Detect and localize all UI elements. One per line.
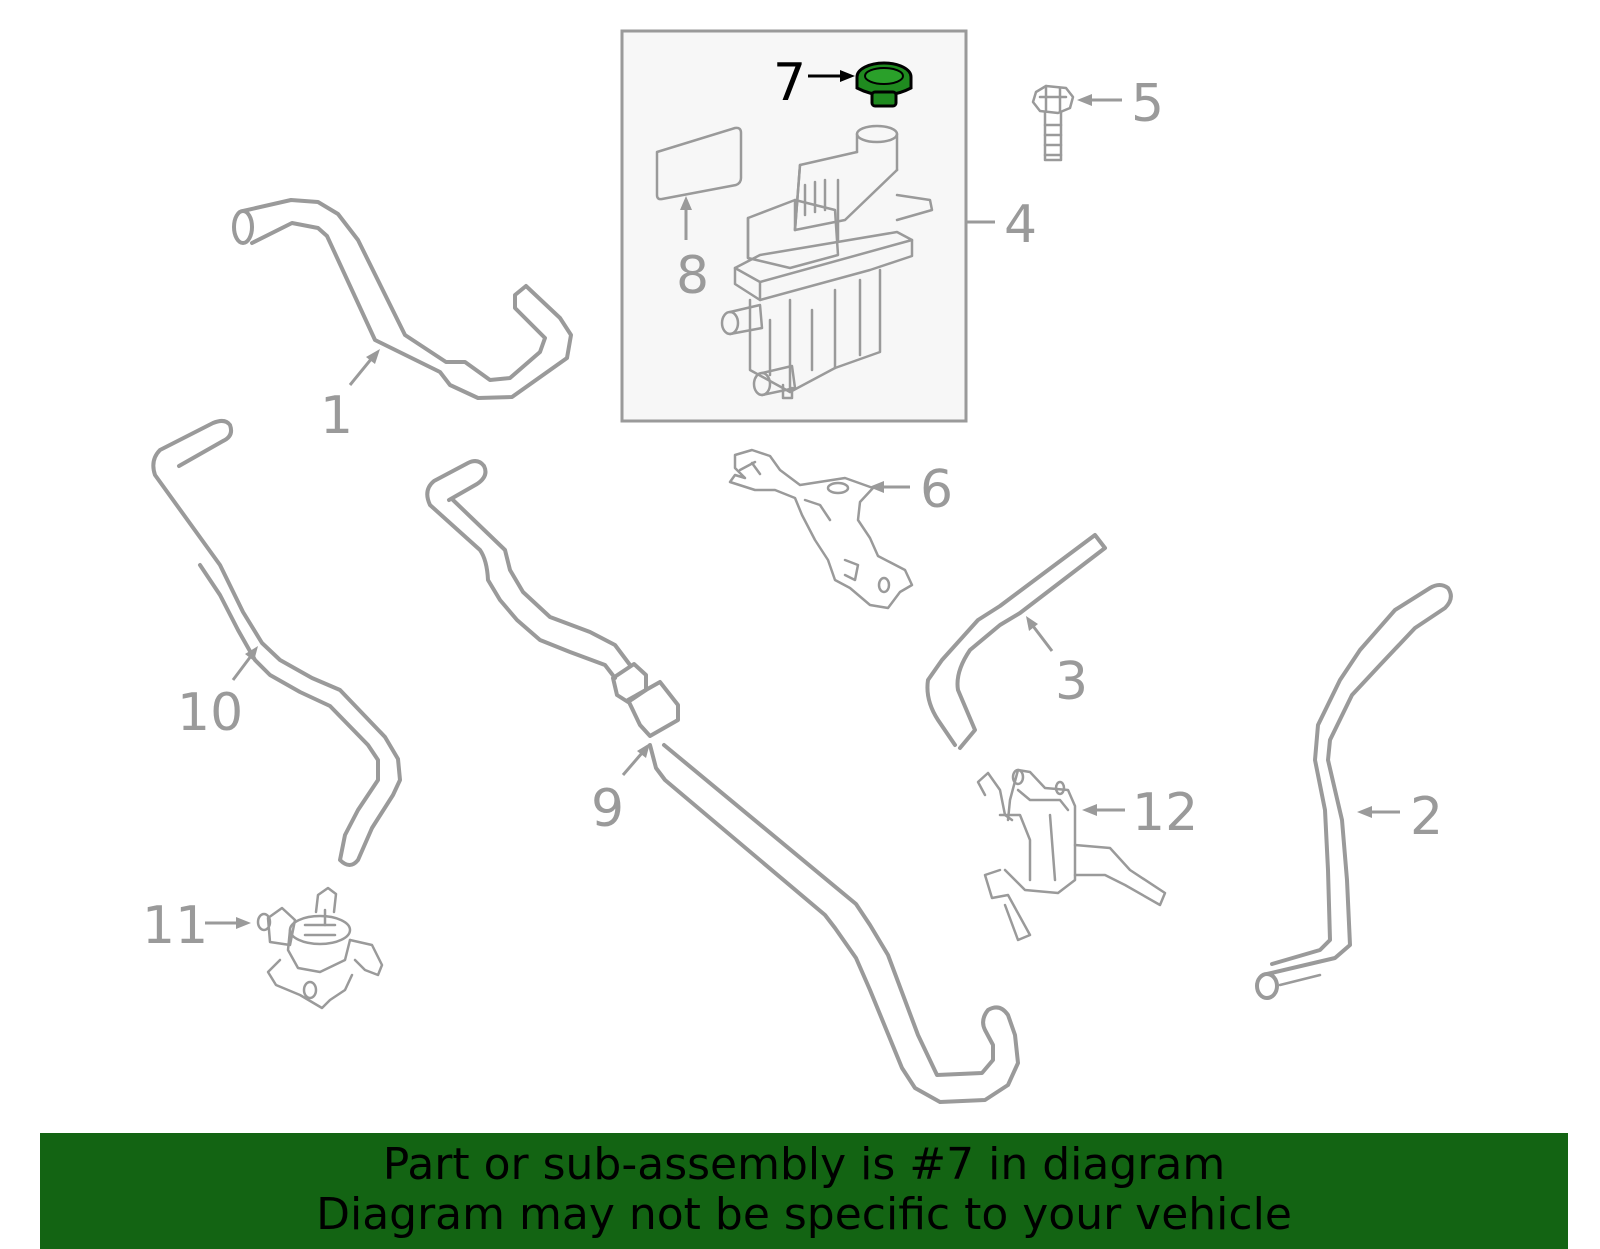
part-2-hose[interactable] [1255,583,1453,1000]
callout-6: 6 [920,460,953,520]
part-1-hose[interactable] [232,198,573,400]
banner-line-1: Part or sub-assembly is #7 in diagram [382,1139,1226,1190]
part-6-arrowhead [869,481,884,493]
part-9-arrowhead [637,743,650,758]
part-1-arrowhead [366,349,380,364]
callout-12: 12 [1132,783,1198,843]
part-11-pump[interactable] [256,886,384,1010]
callout-2: 2 [1410,787,1443,847]
part-7-arrowhead [840,70,855,82]
callout-1: 1 [320,386,353,446]
part-6-bracket[interactable] [728,448,914,610]
part-12-arrowhead [1082,804,1097,816]
part-2-arrowhead [1357,806,1372,818]
part-10-arrowhead [245,646,258,661]
part-3-hose[interactable] [925,533,1107,750]
part-3-arrowhead [1026,616,1038,631]
part-5-bolt[interactable] [1031,84,1075,162]
callout-4: 4 [1004,195,1037,255]
coolant-reservoir[interactable] [720,124,934,400]
part-8-label[interactable] [655,126,743,201]
part-7-cap[interactable] [855,61,913,108]
callout-9: 9 [591,779,624,839]
part-5-arrowhead [1077,94,1092,106]
callout-11: 11 [142,896,208,956]
banner-line-2: Diagram may not be specific to your vehi… [316,1189,1292,1240]
part-3-leader [1031,625,1054,652]
part-1-leader [348,357,374,386]
callout-5: 5 [1131,74,1164,134]
part-10-hose[interactable] [151,418,402,867]
part-12-valve[interactable] [976,768,1167,942]
part-11-arrowhead [236,917,251,929]
part-9-hose[interactable] [425,459,1020,1104]
part-8-arrowhead [680,196,692,210]
callout-3: 3 [1055,652,1088,712]
callout-10: 10 [177,683,243,743]
part-9-leader [621,752,644,776]
callout-8: 8 [676,246,709,306]
info-banner: Part or sub-assembly is #7 in diagram Di… [40,1133,1568,1249]
part-10-leader [231,655,253,681]
callout-7: 7 [773,53,806,113]
